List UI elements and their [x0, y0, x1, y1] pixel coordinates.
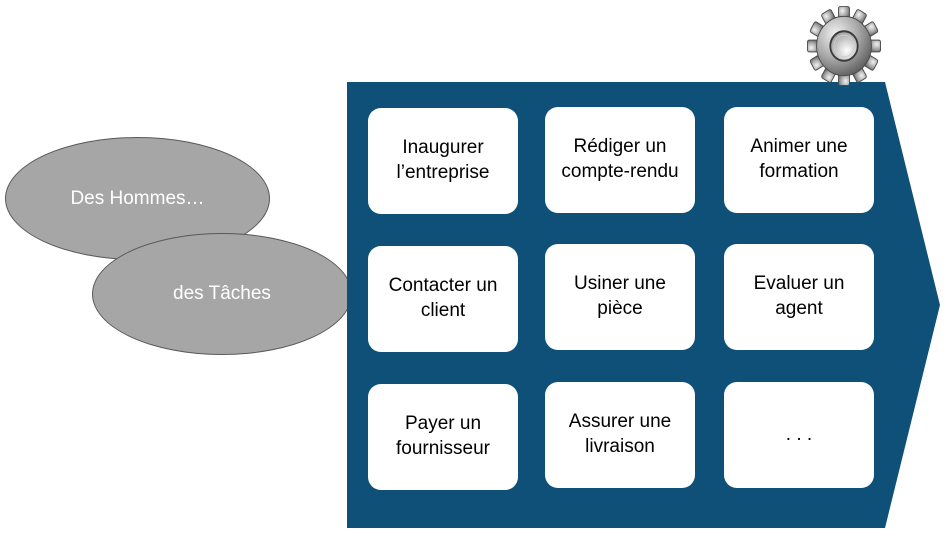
task-card-9-label: . . . — [785, 423, 813, 445]
task-card-7-label: Payer un fournisseur — [396, 413, 490, 459]
ellipse-des-taches: des Tâches — [92, 233, 352, 355]
task-card-3-label: Animer une formation — [750, 136, 848, 182]
ellipse-des-hommes-label: Des Hommes… — [70, 187, 205, 209]
task-card-5-label: Usiner une pièce — [574, 273, 666, 319]
task-card-6-label: Evaluer un agent — [753, 273, 845, 319]
ellipse-des-taches-label: des Tâches — [173, 283, 271, 304]
task-card-3: Animer une formation — [724, 107, 874, 213]
task-card-4-label: Contacter un client — [388, 275, 498, 321]
task-card-8-label: Assurer une livraison — [568, 411, 672, 457]
gear-icon — [807, 6, 881, 86]
task-card-2: Rédiger un compte-rendu — [545, 107, 695, 213]
task-card-6: Evaluer un agent — [724, 244, 874, 350]
ellipse-des-hommes: Des Hommes… — [5, 137, 270, 260]
task-card-8: Assurer une livraison — [545, 382, 695, 488]
task-card-5: Usiner une pièce — [545, 244, 695, 350]
task-card-4: Contacter un client — [368, 246, 518, 352]
task-card-7: Payer un fournisseur — [368, 384, 518, 490]
task-card-2-label: Rédiger un compte-rendu — [561, 136, 679, 182]
task-card-1-label: Inaugurer l’entreprise — [396, 137, 490, 183]
task-card-9: . . . — [724, 382, 874, 488]
task-card-1: Inaugurer l’entreprise — [368, 108, 518, 214]
